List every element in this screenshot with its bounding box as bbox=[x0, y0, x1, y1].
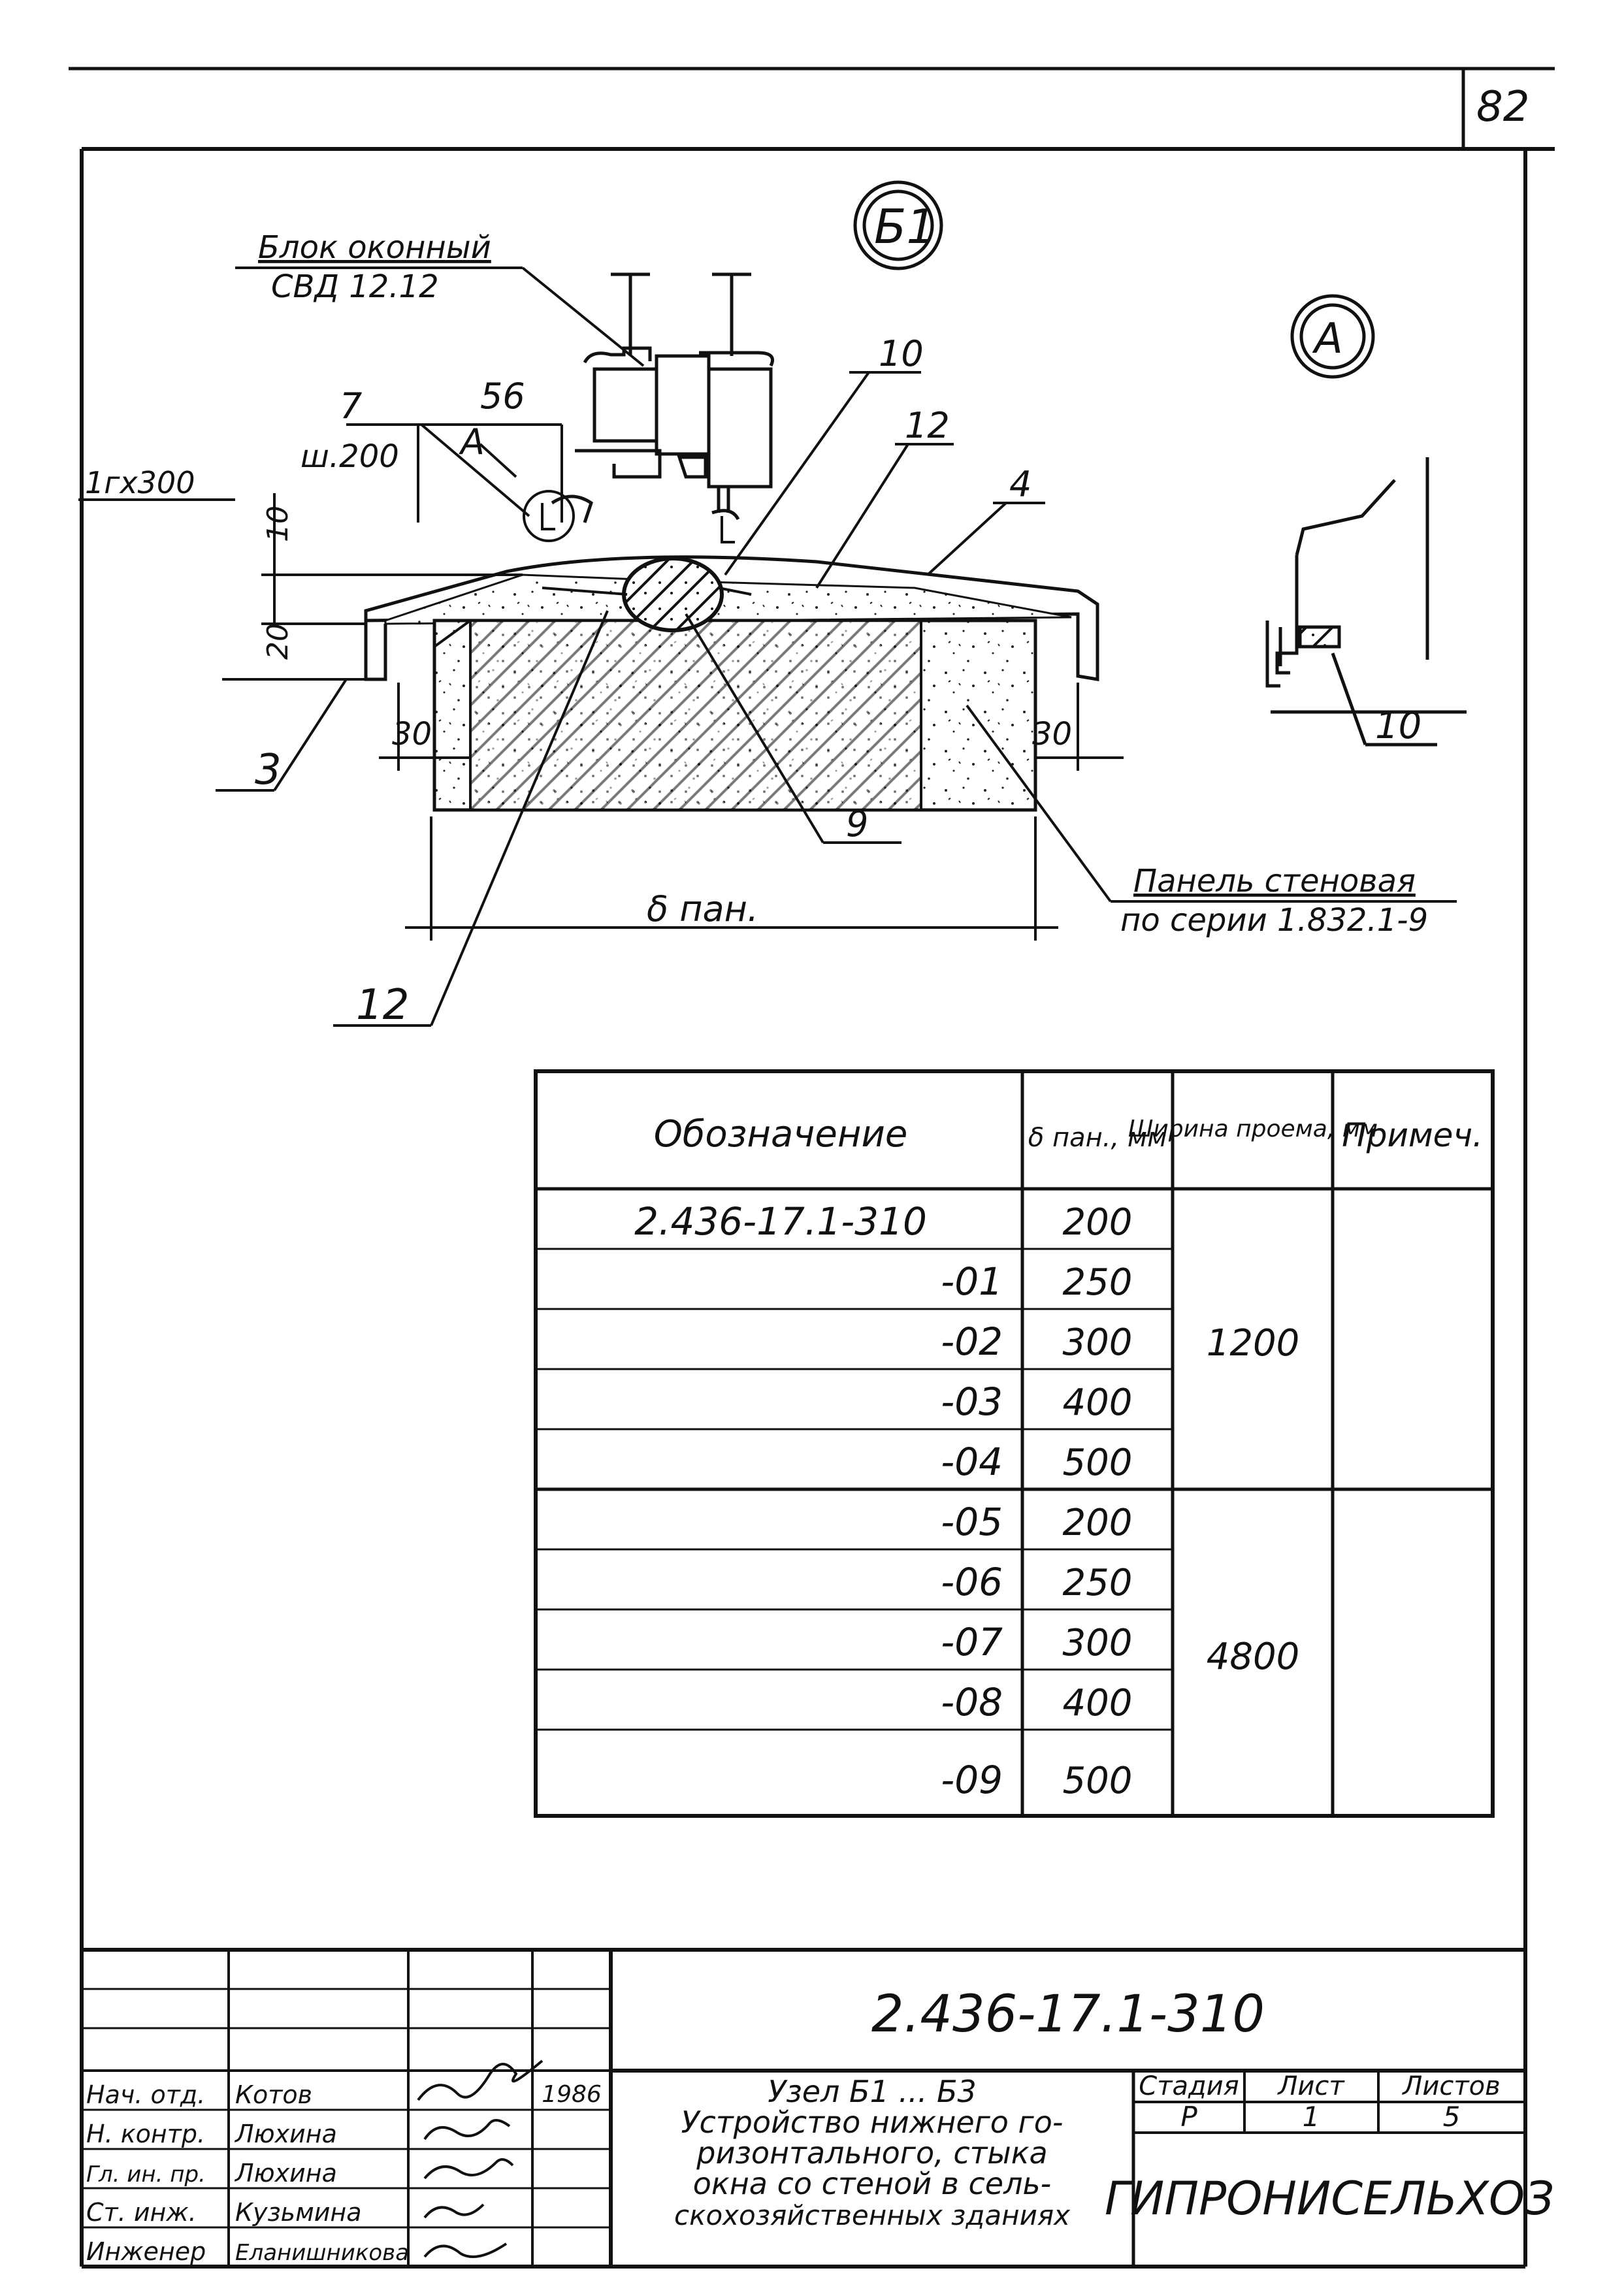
dim-56: 56 bbox=[480, 376, 525, 417]
sheet-value: 1 bbox=[1303, 2101, 1320, 2133]
th-designation: Обозначение bbox=[654, 1113, 908, 1155]
detail-a-drawing bbox=[1265, 457, 1467, 747]
mortar-layer bbox=[384, 574, 1072, 625]
leader-lines bbox=[78, 267, 1457, 1027]
row-delta: 250 bbox=[1063, 1562, 1133, 1604]
th-delta: δ пан., мм bbox=[1028, 1123, 1167, 1153]
row-designation: -04 bbox=[941, 1440, 1003, 1484]
pos-4-label: 4 bbox=[1009, 464, 1031, 505]
role-name: Люхина bbox=[234, 2159, 337, 2188]
role-name: Кузьмина bbox=[235, 2198, 362, 2227]
row-designation: -02 bbox=[941, 1319, 1003, 1364]
year: 1986 bbox=[542, 2081, 602, 2108]
svg-text:Б1: Б1 bbox=[874, 199, 936, 254]
spec-table bbox=[534, 1069, 1495, 1818]
pos-12-bottom-label: 12 bbox=[356, 981, 409, 1029]
page-number: 82 bbox=[1476, 83, 1529, 131]
pos-7-label: 7 bbox=[340, 385, 362, 427]
pos-12-top-label: 12 bbox=[905, 405, 950, 446]
role-name: Еланишникова bbox=[235, 2240, 409, 2266]
flashing-bottom bbox=[364, 621, 387, 681]
row-designation: 2.436-17.1-310 bbox=[634, 1199, 927, 1244]
row-delta: 300 bbox=[1063, 1622, 1133, 1664]
pos-7-note: ш.200 bbox=[300, 438, 399, 475]
row-designation: -06 bbox=[941, 1560, 1003, 1604]
width-group-2: 4800 bbox=[1207, 1636, 1300, 1678]
row-designation: -07 bbox=[941, 1620, 1003, 1664]
dim-20: 20 bbox=[261, 623, 295, 660]
role-label: Н. контр. bbox=[86, 2120, 205, 2148]
detail-pos-10-label: 10 bbox=[1375, 705, 1421, 747]
sheet-header: Лист bbox=[1276, 2071, 1345, 2101]
role-label: Инженер bbox=[86, 2237, 206, 2266]
width-group-1: 1200 bbox=[1207, 1322, 1300, 1365]
doc-code: 2.436-17.1-310 bbox=[871, 1985, 1265, 2044]
flashing-top bbox=[364, 555, 1099, 681]
role-label: Гл. ин. пр. bbox=[86, 2161, 206, 2188]
title-line: Устройство нижнего го- bbox=[681, 2105, 1064, 2140]
svg-text:А: А bbox=[1312, 315, 1343, 363]
th-width: Ширина проема, мм bbox=[1128, 1116, 1378, 1142]
panel-series-label: по серии 1.832.1-9 bbox=[1120, 902, 1428, 939]
organization: ГИПРОНИСЕЛЬХОЗ bbox=[1105, 2172, 1554, 2225]
dim-30-right: 30 bbox=[1032, 716, 1072, 752]
title-line: ризонтального, стыка bbox=[696, 2135, 1047, 2171]
detail-badge: А bbox=[1290, 294, 1375, 379]
row-designation: -09 bbox=[941, 1758, 1003, 1802]
row-delta: 400 bbox=[1063, 1381, 1133, 1424]
pos-10-label: 10 bbox=[879, 333, 924, 374]
row-designation: -03 bbox=[941, 1380, 1003, 1424]
title-line: окна со стеной в сель- bbox=[693, 2166, 1051, 2201]
role-name: Люхина bbox=[234, 2120, 337, 2148]
sheets-value: 5 bbox=[1443, 2101, 1461, 2133]
window-block bbox=[551, 272, 774, 523]
title-line: Узел Б1 ... Б3 bbox=[768, 2074, 977, 2109]
row-designation: -01 bbox=[941, 1259, 1003, 1304]
window-block-model: СВД 12.12 bbox=[271, 268, 439, 305]
signatures bbox=[417, 2060, 544, 2258]
row-delta: 250 bbox=[1063, 1261, 1133, 1304]
stage-header: Стадия bbox=[1139, 2071, 1239, 2101]
seal-gasket bbox=[622, 557, 724, 632]
row-delta: 500 bbox=[1063, 1760, 1133, 1802]
pos-3-label: 3 bbox=[255, 746, 282, 794]
row-designation: -05 bbox=[941, 1500, 1003, 1544]
role-label: Ст. инж. bbox=[86, 2198, 197, 2227]
sheet-frame bbox=[69, 67, 1555, 2269]
delta-panel-label: δ пан. bbox=[647, 888, 758, 929]
wall-panel bbox=[432, 619, 1037, 812]
detail-ref-label: А bbox=[459, 421, 485, 462]
dim-30-left: 30 bbox=[392, 716, 432, 752]
row-delta: 300 bbox=[1063, 1321, 1133, 1364]
role-name: Котов bbox=[235, 2080, 312, 2109]
sheets-header: Листов bbox=[1401, 2071, 1500, 2101]
node-badge: Б1 bbox=[853, 180, 943, 270]
anchor-clips bbox=[523, 490, 752, 596]
row-designation: -08 bbox=[941, 1680, 1003, 1724]
role-label: Нач. отд. bbox=[86, 2080, 205, 2109]
stage-value: Р bbox=[1180, 2101, 1197, 2133]
row-delta: 400 bbox=[1063, 1682, 1133, 1724]
row-delta: 200 bbox=[1063, 1502, 1133, 1544]
row-delta: 500 bbox=[1063, 1442, 1133, 1484]
window-block-label: Блок оконный bbox=[258, 229, 491, 266]
dim-10-left: 10 bbox=[261, 506, 295, 542]
row-delta: 200 bbox=[1063, 1201, 1133, 1244]
th-note: Примеч. bbox=[1342, 1116, 1483, 1154]
nail-note: 1гх300 bbox=[85, 465, 195, 500]
title-block bbox=[82, 1948, 1525, 2267]
title-line: скохозяйственных зданиях bbox=[674, 2199, 1071, 2231]
panel-label: Панель стеновая bbox=[1133, 863, 1416, 899]
pos-9-label: 9 bbox=[846, 803, 868, 845]
